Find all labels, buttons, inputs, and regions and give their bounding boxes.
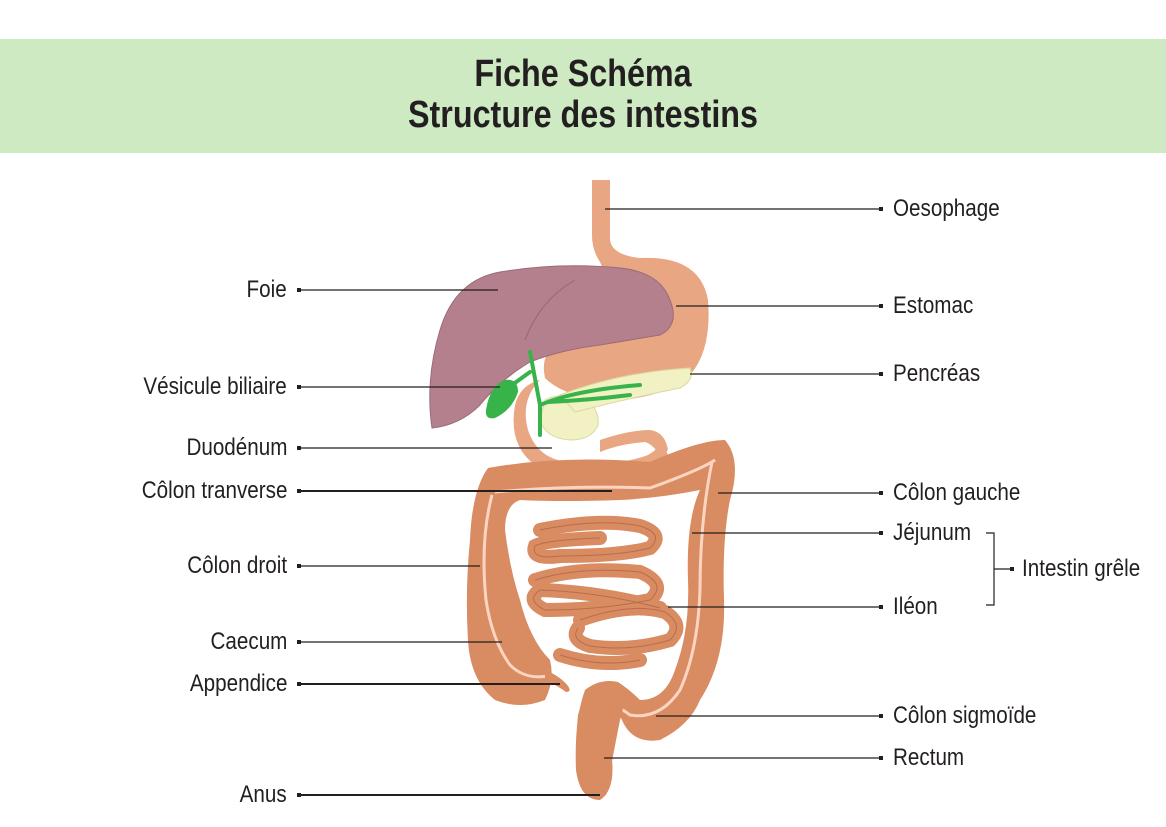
leader-lines-left (300, 289, 612, 796)
label-intestin-grele: Intestin grêle (1022, 555, 1141, 582)
label-anus: Anus (239, 781, 287, 808)
label-jejunum: Jéjunum (893, 519, 972, 546)
bracket-dot (1010, 567, 1014, 571)
intestin-grele-bracket (986, 532, 1012, 606)
label-ileon: Iléon (893, 593, 938, 620)
label-foie: Foie (246, 276, 287, 303)
leader-lines-right (604, 208, 882, 759)
label-duodenum: Duodénum (186, 434, 287, 461)
rectum-shape (576, 683, 624, 799)
label-estomac: Estomac (893, 292, 974, 319)
label-oesophage: Oesophage (893, 195, 1000, 222)
label-colon-gauche: Côlon gauche (893, 479, 1021, 506)
header-banner: Fiche Schéma Structure des intestins (0, 39, 1166, 153)
label-pancreas: Pencréas (893, 360, 981, 387)
page-subtitle: Structure des intestins (407, 94, 758, 136)
leader-dots-left (297, 288, 301, 797)
gallbladder-shape (485, 379, 518, 419)
small-intestine-outline (533, 522, 677, 664)
pancreas-tail (559, 367, 692, 413)
small-intestine-loops (526, 515, 684, 671)
colon-shape (466, 440, 735, 800)
oesophagus-shape (592, 180, 640, 262)
duodenum-loop (600, 430, 668, 458)
label-colon-droit: Côlon droit (187, 552, 287, 579)
label-colon-transverse: Côlon tranverse (141, 477, 287, 504)
leader-dots-right (879, 207, 883, 760)
page-title: Fiche Schéma (474, 53, 692, 95)
label-rectum: Rectum (893, 744, 965, 771)
appendix-shape (545, 670, 570, 692)
liver-lobe-line (524, 279, 576, 341)
colon-highlight (482, 458, 716, 718)
bile-ducts (510, 350, 642, 437)
label-appendice: Appendice (189, 670, 287, 697)
label-colon-sigmoide: Côlon sigmoïde (893, 702, 1037, 729)
label-caecum: Caecum (210, 628, 287, 655)
label-vesicule-biliaire: Vésicule biliaire (143, 373, 287, 400)
